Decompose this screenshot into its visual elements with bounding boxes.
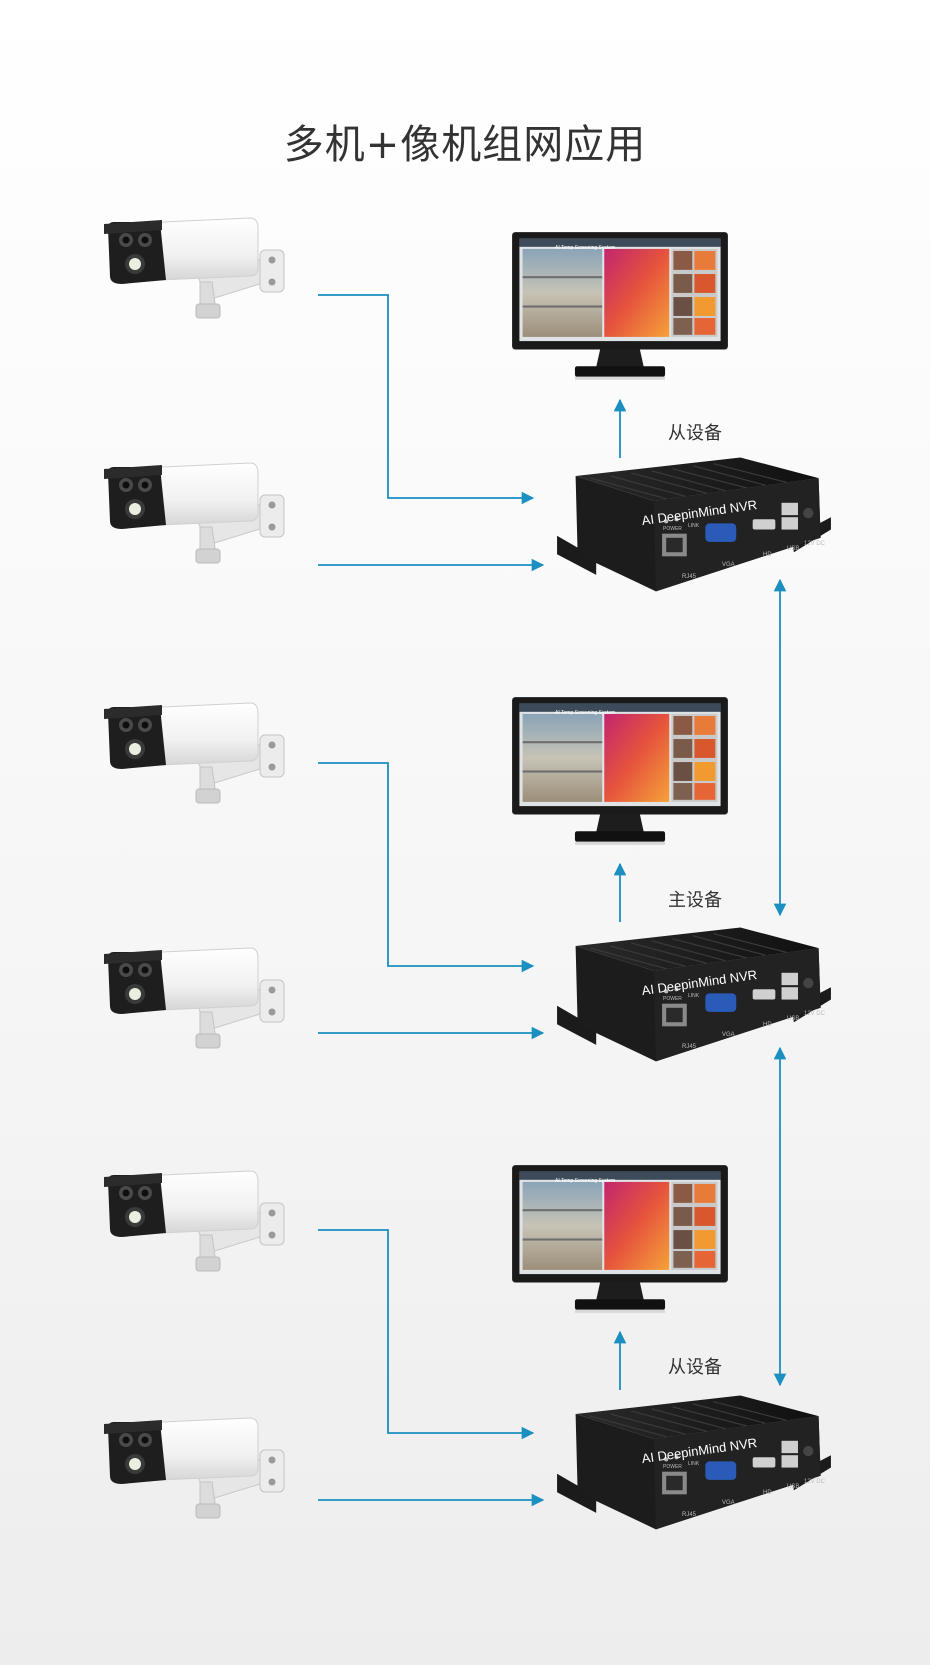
port-label-power: POWER [663,996,682,1002]
port-label-usb: USB [787,546,799,552]
camera-link-line [318,1229,535,1440]
port-label-link: LINK [688,1461,700,1467]
port-label-power: POWER [663,1464,682,1470]
page-title: 多机+像机组网应用 [283,122,647,168]
port-label-rj45: RJ45 [682,1512,697,1518]
bullet-camera-icon [103,1170,285,1272]
port-label-rj45: RJ45 [682,574,697,580]
port-label-vga: VGA [722,1032,735,1038]
monitor-header: AI Temp Screening System [555,1178,615,1184]
port-label-hd: HD [763,552,772,558]
port-label-usb: USB [787,1484,799,1490]
bullet-camera-icon [103,1417,285,1519]
role-label-slave: 从设备 [668,423,722,444]
bullet-camera-icon [103,217,285,319]
role-label-slave: 从设备 [668,1357,722,1378]
group-3: AI DeepinMind NVR RJ45 VGA HD USB 12V DC… [103,1165,832,1530]
port-label-link: LINK [688,523,700,529]
bullet-camera-icon [103,462,285,564]
port-label-vga: VGA [722,562,735,568]
port-label-hd: HD [763,1490,772,1496]
port-label-power-in: 12V DC [804,1479,826,1485]
port-label-power-in: 12V DC [804,541,826,547]
camera-link-line [318,294,535,505]
port-label-rj45: RJ45 [682,1044,697,1050]
port-label-usb: USB [787,1016,799,1022]
port-label-vga: VGA [722,1500,735,1506]
port-label-power-in: 12V DC [804,1011,826,1017]
camera-link-line [318,762,535,973]
monitor-icon [512,697,728,845]
group-1: AI DeepinMind NVR RJ45 VGA HD USB 12V DC… [103,217,832,592]
port-label-hd: HD [763,1022,772,1028]
bullet-camera-icon [103,702,285,804]
monitor-header: AI Temp Screening System [555,245,615,251]
monitor-icon [512,1165,728,1313]
monitor-icon [512,232,728,380]
role-label-master: 主设备 [668,890,722,911]
group-2: AI DeepinMind NVR RJ45 VGA HD USB 12V DC… [103,697,832,1062]
port-label-power: POWER [663,526,682,532]
bullet-camera-icon [103,947,285,1049]
monitor-header: AI Temp Screening System [555,710,615,716]
port-label-link: LINK [688,993,700,999]
